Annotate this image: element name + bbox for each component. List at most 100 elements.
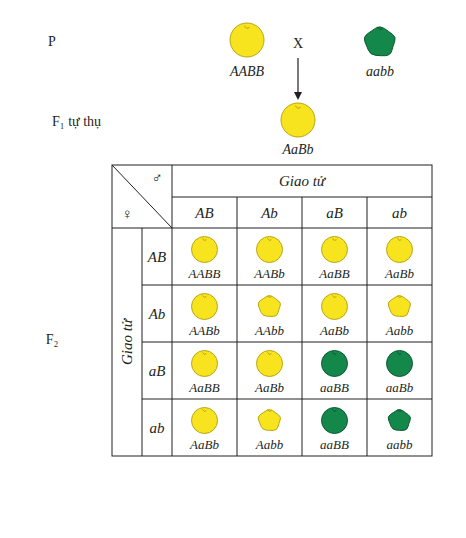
round-seed — [281, 103, 315, 137]
gamete-header: ab — [392, 206, 407, 221]
punnett-grid — [112, 165, 432, 456]
seed-hilum — [398, 409, 402, 411]
pea-seed — [387, 351, 413, 377]
grid-line — [237, 197, 238, 456]
female-symbol: ♀ — [121, 207, 132, 222]
round-seed — [387, 351, 413, 377]
pea-seed — [364, 27, 395, 56]
round-seed — [322, 408, 348, 434]
seed-hilum — [203, 238, 207, 240]
pea-seed — [257, 351, 283, 377]
wrinkled-seed — [364, 27, 395, 56]
round-seed — [322, 237, 348, 263]
cross-sign: X — [293, 37, 303, 51]
seed-hilum — [203, 409, 207, 411]
grid-line — [142, 399, 432, 400]
genotype-cell: AaBb — [320, 323, 349, 336]
pea-seed — [192, 237, 218, 263]
gamete-header: AB — [195, 206, 213, 221]
genotype-cell: aaBB — [320, 437, 349, 450]
round-seed — [257, 237, 283, 263]
genotype-cell: aabb — [387, 437, 413, 450]
cross-arrow — [294, 58, 302, 100]
round-seed — [322, 351, 348, 377]
genotype-cell: AaBb — [385, 266, 414, 279]
wrinkled-seed — [388, 296, 410, 317]
pea-seed — [192, 408, 218, 434]
arrow-head — [294, 92, 302, 100]
round-seed — [387, 237, 413, 263]
pea-seed — [388, 295, 410, 316]
seed-hilum — [333, 238, 337, 240]
genotype-cell: Aabb — [256, 437, 283, 450]
generation-label: F₂ — [46, 333, 59, 347]
seed-hilum — [203, 352, 207, 354]
wrinkled-seed — [388, 410, 410, 431]
table-border — [112, 165, 432, 456]
pea-seed — [230, 23, 264, 57]
grid-line — [172, 197, 432, 198]
pea-seed — [257, 237, 283, 263]
gamete-heading: Giao tử — [279, 174, 325, 189]
genotype-label: AABB — [230, 65, 264, 79]
seed-hilum — [333, 352, 337, 354]
genotype-label: AaBb — [282, 143, 313, 157]
genotype-cell: AABb — [189, 323, 219, 336]
genotype-cell: AaBB — [319, 266, 349, 279]
pea-seed — [192, 351, 218, 377]
pea-seed — [322, 351, 348, 377]
round-seed — [192, 408, 218, 434]
round-seed — [192, 237, 218, 263]
gamete-header: AB — [148, 249, 166, 264]
round-seed — [257, 351, 283, 377]
seed-hilum — [268, 295, 272, 297]
pea-seed — [192, 294, 218, 320]
pea-seed — [258, 295, 280, 316]
genotype-cell: aaBB — [320, 380, 349, 393]
seed-hilum — [295, 106, 300, 109]
gamete-header: Ab — [261, 206, 278, 221]
grid-line — [112, 228, 432, 229]
pea-seed — [388, 409, 410, 430]
seed-hilum — [268, 352, 272, 354]
wrinkled-seed — [258, 410, 280, 431]
pea-seed — [258, 409, 280, 430]
seed-hilum — [398, 352, 402, 354]
genotype-cell: aaBb — [386, 380, 413, 393]
genotype-cell: AAbb — [255, 323, 284, 336]
pea-seed — [281, 103, 315, 137]
gamete-header: ab — [150, 420, 165, 435]
arrow-shaft — [297, 58, 298, 93]
round-seed — [192, 294, 218, 320]
seed-hilum — [268, 409, 272, 411]
gamete-heading: Giao tử — [120, 319, 135, 365]
seed-hilum — [203, 295, 207, 297]
wrinkled-seed — [258, 296, 280, 317]
pea-seed — [322, 237, 348, 263]
grid-line — [367, 197, 368, 456]
corner-diagonal — [112, 165, 172, 228]
grid-line — [142, 342, 432, 343]
seed-hilum — [398, 238, 402, 240]
pea-seed — [322, 294, 348, 320]
genotype-cell: AABb — [254, 266, 284, 279]
round-seed — [322, 294, 348, 320]
generation-label: F₁ tự thụ — [52, 115, 101, 129]
pea-seed — [322, 408, 348, 434]
gamete-header: aB — [149, 363, 166, 378]
genotype-cell: AABB — [189, 266, 221, 279]
grid-line — [172, 165, 173, 456]
generation-label: P — [48, 35, 56, 49]
seed-hilum — [333, 295, 337, 297]
genotype-cell: AaBb — [255, 380, 284, 393]
gamete-header: aB — [326, 206, 343, 221]
genotype-cell: AaBB — [189, 380, 219, 393]
seed-hilum — [377, 27, 382, 30]
pea-layer — [192, 23, 413, 434]
grid-line — [302, 197, 303, 456]
seed-hilum — [244, 26, 249, 29]
genotype-cell: Aabb — [386, 323, 413, 336]
seed-hilum — [398, 295, 402, 297]
gamete-header: Ab — [149, 306, 166, 321]
